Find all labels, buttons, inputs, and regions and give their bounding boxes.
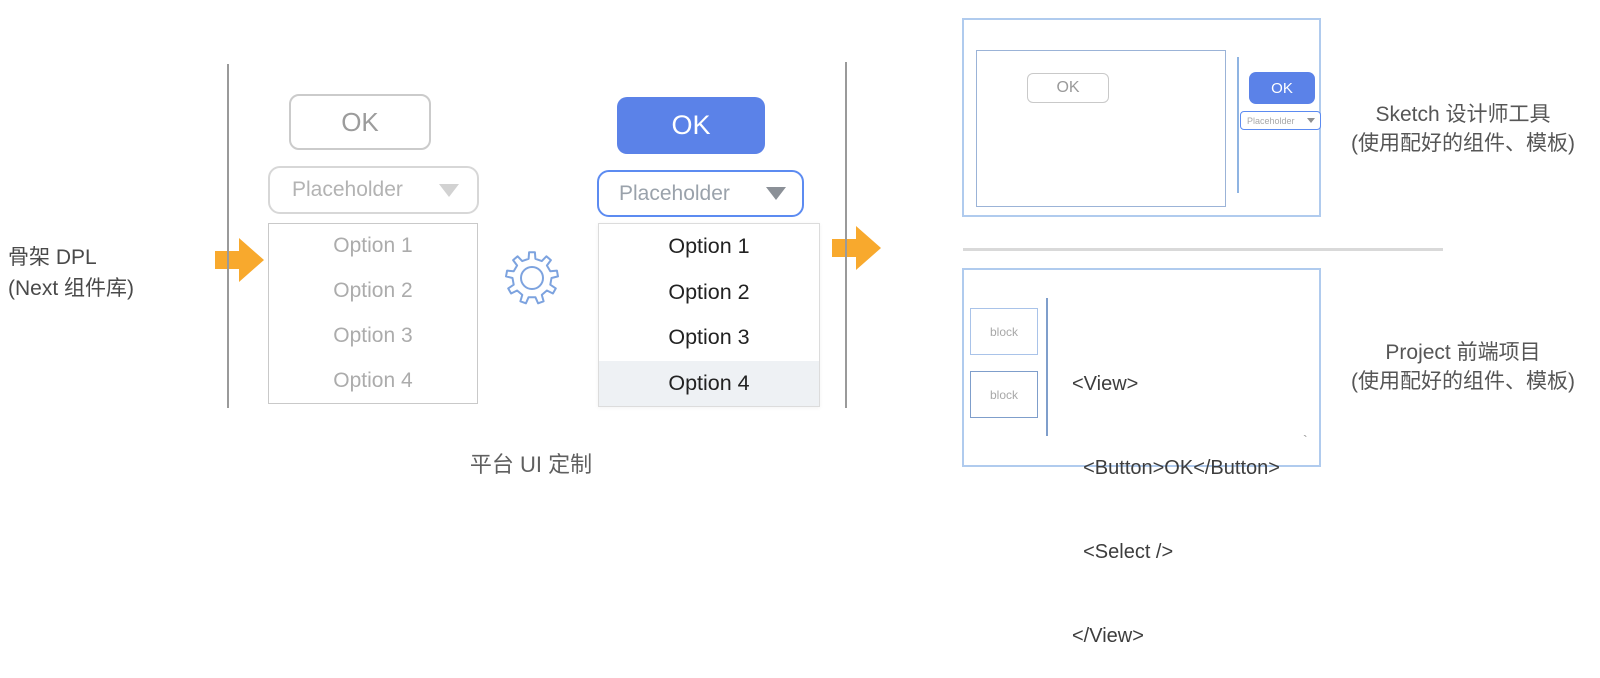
flow-arrow-icon <box>215 236 265 289</box>
caret-down-icon <box>1307 118 1315 123</box>
skeleton-option-1[interactable]: Option 1 <box>333 234 413 258</box>
caret-down-icon <box>766 187 786 200</box>
sketch-artboard-ok-button[interactable]: OK <box>1027 73 1109 103</box>
skeleton-select-placeholder: Placeholder <box>292 178 403 201</box>
styled-option-4-selected[interactable]: Option 4 <box>599 360 819 406</box>
project-panel-label-line2: (使用配好的组件、模板) <box>1351 370 1575 393</box>
skeleton-select[interactable]: Placeholder <box>268 166 479 214</box>
skeleton-option-4[interactable]: Option 4 <box>333 368 413 392</box>
project-panel-label-line1: Project 前端项目 <box>1385 341 1541 364</box>
project-block-1-label: block <box>989 324 1018 339</box>
skeleton-ok-label: OK <box>341 106 379 137</box>
styled-option-list: Option 1 Option 2 Option 3 Option 4 <box>598 223 820 407</box>
styled-option-3[interactable]: Option 3 <box>668 325 750 350</box>
project-block-2-label: block <box>989 387 1018 402</box>
project-block-2: block <box>970 371 1038 418</box>
stage-divider-right <box>845 62 847 408</box>
sketch-library-select-placeholder: Placeholder <box>1247 115 1295 126</box>
code-line-2: <Button>OK</Button> <box>1072 457 1280 479</box>
styled-select-placeholder: Placeholder <box>619 181 730 205</box>
skeleton-option-list: Option 1 Option 2 Option 3 Option 4 <box>268 223 478 404</box>
source-label-line1: 骨架 DPL <box>8 246 97 269</box>
sketch-panel-label-line2: (使用配好的组件、模板) <box>1351 132 1575 155</box>
skeleton-option-2[interactable]: Option 2 <box>333 279 413 303</box>
code-line-4: </View> <box>1072 625 1144 647</box>
project-panel <box>962 268 1321 467</box>
caret-down-icon <box>439 183 459 197</box>
stray-mark: ` <box>1303 432 1308 448</box>
project-block-1: block <box>970 308 1038 355</box>
code-line-1: <View> <box>1072 373 1139 395</box>
skeleton-ok-button[interactable]: OK <box>289 94 431 150</box>
project-panel-label: Project 前端项目 (使用配好的组件、模板) <box>1330 338 1596 396</box>
flow-arrow-icon <box>832 224 882 277</box>
outcome-divider <box>963 248 1443 251</box>
sketch-library-select[interactable]: Placeholder <box>1240 111 1321 130</box>
sketch-library-divider <box>1237 57 1239 193</box>
sketch-library-ok-label: OK <box>1271 79 1293 97</box>
source-label: 骨架 DPL (Next 组件库) <box>8 242 218 304</box>
styled-select[interactable]: Placeholder <box>597 170 804 217</box>
stage-caption: 平台 UI 定制 <box>469 452 593 477</box>
sketch-panel-label-line1: Sketch 设计师工具 <box>1375 103 1551 126</box>
sketch-panel-label: Sketch 设计师工具 (使用配好的组件、模板) <box>1330 100 1596 158</box>
styled-option-1[interactable]: Option 1 <box>668 234 750 259</box>
code-line-3: <Select /> <box>1072 541 1174 563</box>
project-code-divider <box>1046 298 1048 436</box>
source-label-line2: (Next 组件库) <box>8 277 134 300</box>
styled-option-2[interactable]: Option 2 <box>668 279 750 304</box>
sketch-library-ok-button[interactable]: OK <box>1249 72 1315 104</box>
stage-divider-left <box>227 64 229 408</box>
gear-icon <box>498 244 566 317</box>
styled-ok-button[interactable]: OK <box>617 97 765 154</box>
project-code-snippet: <View> <Button>OK</Button> <Select /> </… <box>1072 314 1280 678</box>
sketch-artboard-ok-label: OK <box>1056 79 1080 96</box>
styled-ok-label: OK <box>671 110 711 140</box>
skeleton-option-3[interactable]: Option 3 <box>333 323 413 347</box>
